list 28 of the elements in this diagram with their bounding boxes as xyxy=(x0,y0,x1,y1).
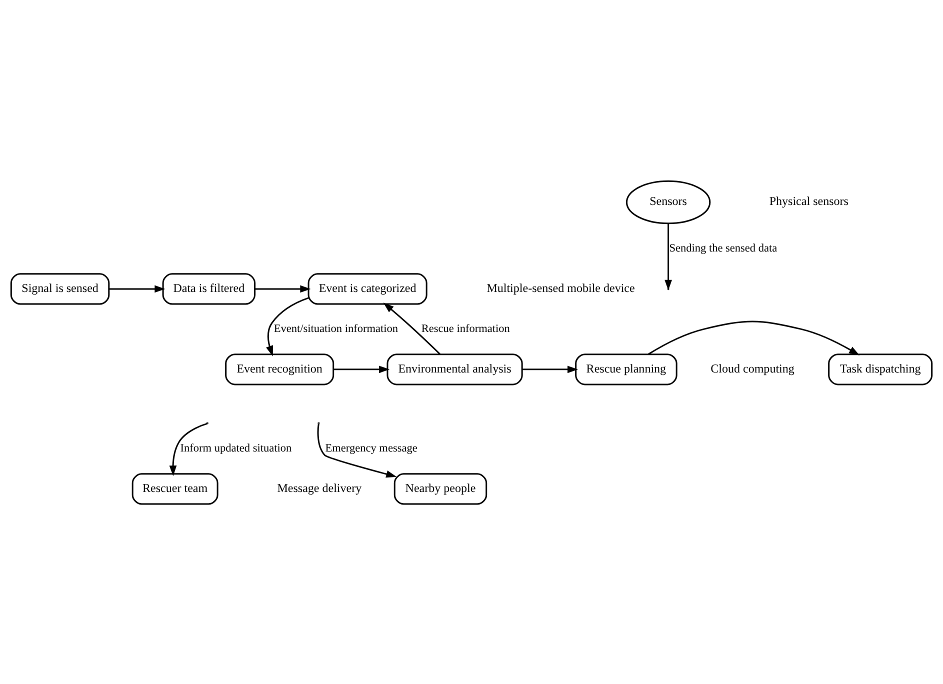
edge-label: Inform updated situation xyxy=(180,442,292,454)
edge-label: Sending the sensed data xyxy=(669,242,778,254)
label: Message delivery xyxy=(277,480,362,494)
node-ellipse: Sensors xyxy=(626,180,711,224)
edge-label: Event/situation information xyxy=(274,322,398,334)
arrow xyxy=(266,296,309,356)
node-box: Signal is sensed xyxy=(10,272,110,304)
arrow xyxy=(255,284,311,292)
node-box: Event recognition xyxy=(225,353,334,385)
node-box: Rescuer team xyxy=(132,472,218,504)
label: Cloud computing xyxy=(710,360,794,375)
label: Physical sensors xyxy=(769,194,848,208)
arrow xyxy=(169,422,208,476)
node-box: Rescue planning xyxy=(575,353,678,385)
edge-label: Rescue information xyxy=(421,322,510,334)
edge-label: Emergency message xyxy=(325,442,418,454)
node-box: Environmental analysis xyxy=(386,353,523,385)
label: Multiple-sensed mobile device xyxy=(486,280,635,294)
node-box: Event is categorized xyxy=(308,272,428,304)
arrow xyxy=(383,302,441,354)
node-box: Task dispatching xyxy=(828,353,933,385)
arrow xyxy=(334,365,390,373)
node-box: Data is filtered xyxy=(162,272,256,304)
arrow xyxy=(648,320,860,355)
arrow xyxy=(109,284,166,292)
arrow xyxy=(317,423,397,478)
arrow xyxy=(522,365,578,373)
node-box: Nearby people xyxy=(394,472,488,504)
